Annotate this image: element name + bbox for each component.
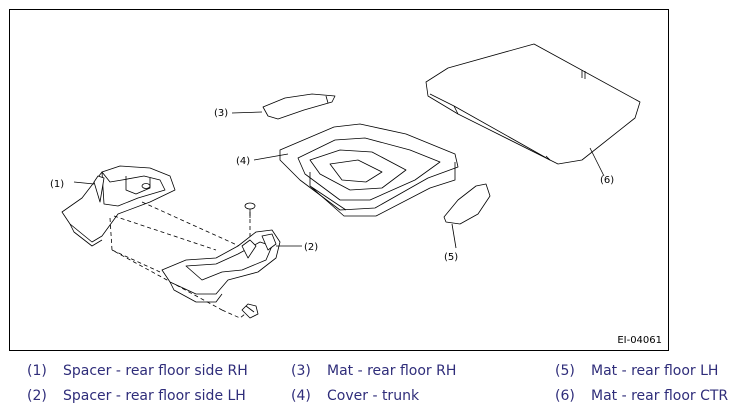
legend-item-3: (3) Mat - rear floor RH xyxy=(291,363,456,379)
parts-diagram: (1) (2) (3) (4) (5) (6) xyxy=(50,43,641,319)
figure-frame: (1) (2) (3) (4) (5) (6) EI-04061 xyxy=(9,9,669,351)
callout-3: (3) xyxy=(214,108,228,119)
legend-label: Mat - rear floor RH xyxy=(327,363,457,379)
legend-label: Spacer - rear floor side RH xyxy=(63,363,248,379)
legend-label: Spacer - rear floor side LH xyxy=(63,388,246,404)
legend-item-1: (1) Spacer - rear floor side RH xyxy=(27,363,248,379)
legend-label: Mat - rear floor CTR xyxy=(591,388,729,404)
legend-num: (4) xyxy=(291,388,311,404)
part-5-mat-rear-floor-lh xyxy=(443,183,491,225)
figure-code: EI-04061 xyxy=(617,335,662,346)
callout-5: (5) xyxy=(444,252,458,263)
legend-item-5: (5) Mat - rear floor LH xyxy=(555,363,718,379)
legend-num: (1) xyxy=(27,363,47,379)
callout-4: (4) xyxy=(236,156,250,167)
legend-num: (2) xyxy=(27,388,47,404)
legend-item-6: (6) Mat - rear floor CTR xyxy=(555,388,728,404)
fastener-clip xyxy=(244,202,256,218)
leader-lines xyxy=(73,111,605,249)
legend-num: (5) xyxy=(555,363,575,379)
parts-legend: (1) Spacer - rear floor side RH (2) Spacer… xyxy=(0,360,732,413)
legend-num: (3) xyxy=(291,363,311,379)
callout-2: (2) xyxy=(304,242,318,253)
callout-6: (6) xyxy=(600,175,614,186)
legend-num: (6) xyxy=(555,388,575,404)
legend-label: Mat - rear floor LH xyxy=(591,363,719,379)
part-2-spacer-rear-floor-side-lh xyxy=(161,229,281,319)
legend-item-2: (2) Spacer - rear floor side LH xyxy=(27,388,246,404)
part-4-cover-trunk xyxy=(279,123,459,217)
part-6-mat-rear-floor-ctr xyxy=(425,43,641,165)
part-1-spacer-rear-floor-side-rh xyxy=(61,165,176,247)
part-3-mat-rear-floor-rh xyxy=(262,93,336,120)
legend-item-4: (4) Cover - trunk xyxy=(291,388,419,404)
callout-1: (1) xyxy=(50,179,64,190)
legend-label: Cover - trunk xyxy=(327,388,420,404)
